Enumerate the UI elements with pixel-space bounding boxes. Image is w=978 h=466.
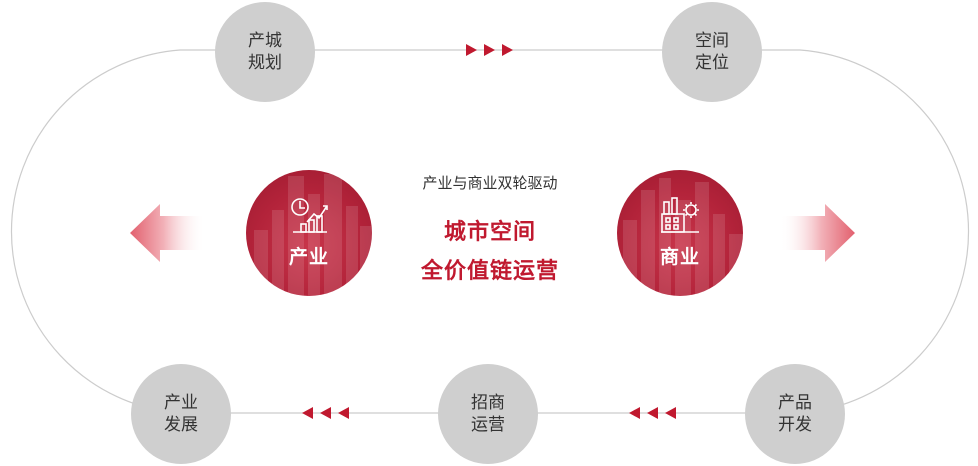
hub-industry-label: 产业: [288, 246, 329, 268]
hub-commerce-label: 商业: [659, 246, 700, 268]
center-subtitle: 产业与商业双轮驱动: [422, 174, 558, 192]
center-title-line1: 城市空间: [443, 220, 536, 245]
hub-commerce: 商业: [617, 170, 743, 296]
bottom-left-flow-arrows: [302, 407, 349, 419]
center-title-line2: 全价值链运营: [420, 259, 559, 284]
right-big-arrow: [780, 204, 855, 262]
node-product-development: 产品 开发: [745, 364, 845, 464]
industry-chart-icon: [291, 198, 328, 233]
node-planning: 产城 规划: [215, 2, 315, 102]
top-flow-arrows: [466, 44, 513, 56]
hub-industry: 产业: [246, 170, 372, 296]
bottom-right-flow-arrows: [629, 407, 676, 419]
node-positioning-label: 空间 定位: [695, 31, 729, 73]
city-skyline-image: [623, 178, 743, 296]
node-planning-label: 产城 规划: [248, 31, 282, 73]
factory-gear-icon: [661, 197, 699, 233]
node-investment-operation-label: 招商 运营: [471, 393, 505, 435]
node-positioning: 空间 定位: [662, 2, 762, 102]
node-product-development-label: 产品 开发: [778, 393, 812, 435]
left-big-arrow: [130, 204, 205, 262]
node-investment-operation: 招商 运营: [438, 364, 538, 464]
node-industry-development-label: 产业 发展: [164, 393, 198, 435]
node-industry-development: 产业 发展: [131, 364, 231, 464]
